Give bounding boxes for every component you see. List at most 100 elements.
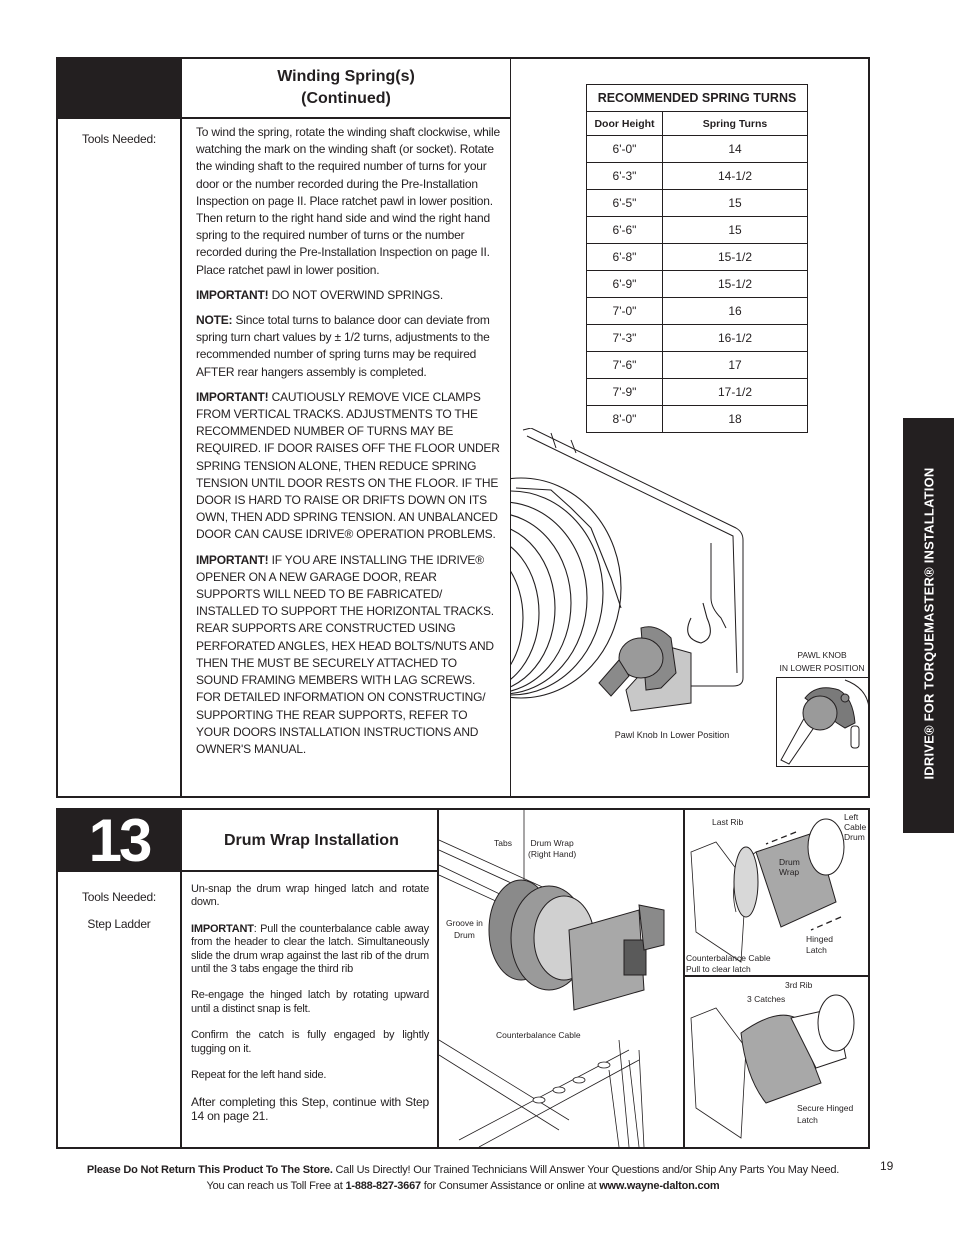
table-row: 7'-0"16: [586, 297, 808, 325]
cable-line-1: Counterbalance Cable: [686, 953, 771, 963]
pawl-knob-illustration: [511, 428, 744, 712]
cell-turns: 15-1/2: [662, 243, 808, 271]
cell-turns: 16-1/2: [662, 324, 808, 352]
cell-turns: 14-1/2: [662, 162, 808, 190]
spring-turns-table: RECOMMENDED SPRING TURNS Door Height Spr…: [586, 84, 808, 433]
table-title: RECOMMENDED SPRING TURNS: [586, 84, 808, 112]
table-row: 7'-6"17: [586, 351, 808, 379]
cell-height: 6'-0": [586, 135, 663, 163]
cable-line-2: Pull to clear latch: [686, 964, 751, 974]
cell-height: 7'-6": [586, 351, 663, 379]
important-label: IMPORTANT!: [196, 552, 269, 567]
important-text: : Pull the counterbalance cable away fro…: [191, 922, 429, 976]
note-text: Since total turns to balance door can de…: [196, 313, 490, 379]
divider-figure-detail: [683, 809, 685, 1148]
tool-step-ladder: Step Ladder: [87, 917, 151, 931]
cell-height: 8'-0": [586, 405, 663, 433]
title-line-2: (Continued): [301, 90, 391, 107]
label-counterbalance-cable: Counterbalance Cable: [496, 1030, 581, 1040]
drum-wrap-line-2: (Right Hand): [528, 849, 577, 859]
note-label: NOTE:: [196, 313, 233, 328]
tools-needed-label: Tools Needed:: [81, 890, 157, 904]
table-row: 6'-3"14-1/2: [586, 162, 808, 190]
important-label: IMPORTANT!: [196, 389, 269, 404]
table-row: 8'-0"18: [586, 405, 808, 433]
website-link[interactable]: www.wayne-dalton.com: [599, 1180, 720, 1192]
label-drum-wrap: Drum Wrap (Right Hand): [528, 838, 576, 860]
label-tabs: Tabs: [494, 838, 512, 848]
page-number: 19: [880, 1159, 894, 1173]
winding-para-1: To wind the spring, rotate the winding s…: [196, 125, 500, 277]
cell-height: 7'-9": [586, 378, 663, 406]
hinged-latch-line-2: Latch: [806, 945, 827, 955]
cell-turns: 16: [662, 297, 808, 325]
footer-text-2a: You can reach us Toll Free at: [206, 1180, 346, 1192]
drum-wrap-line-1: Drum Wrap: [530, 838, 574, 848]
cell-turns: 17: [662, 351, 808, 379]
step-title: Drum Wrap Installation: [224, 832, 399, 849]
pawl-caption: Pawl Knob In Lower Position: [614, 730, 730, 740]
label-secure-hinged-latch: Secure Hinged Latch: [797, 1102, 853, 1126]
page-footer: Please Do Not Return This Product To The…: [40, 1162, 886, 1194]
drum-wrap-detail-line-1: Drum: [779, 857, 800, 867]
pawl-inset-caption: PAWL KNOB IN LOWER POSITION: [772, 649, 872, 675]
footer-text-2b: for Consumer Assistance or online at: [420, 1180, 600, 1192]
footer-line-2: You can reach us Toll Free at 1-888-827-…: [40, 1178, 886, 1194]
drum-wrap-detail-1: [690, 818, 845, 963]
drum-wrap-detail-line-2: Wrap: [779, 867, 800, 877]
divider-right: [510, 58, 511, 797]
note: NOTE: Since total turns to balance door …: [196, 312, 500, 381]
cell-height: 6'-3": [586, 162, 663, 190]
divider-left: [180, 809, 182, 1148]
cell-height: 7'-0": [586, 297, 663, 325]
important-rear-supports: IMPORTANT! IF YOU ARE INSTALLING THE IDR…: [196, 552, 500, 758]
chapter-side-tab: IDRIVE® FOR TORQUEMASTER® INSTALLATION: [903, 418, 954, 833]
label-3-catches: 3 Catches: [747, 994, 786, 1004]
col-door-height: Door Height: [586, 111, 663, 136]
drum-wrap-detail-2: [690, 994, 855, 1139]
cell-height: 7'-3": [586, 324, 663, 352]
table-row: 7'-9"17-1/2: [586, 378, 808, 406]
pawl-inset-illustration: [780, 679, 869, 765]
secure-line-2: Latch: [797, 1115, 818, 1125]
important-text: CAUTIOUSLY REMOVE VICE CLAMPS FROM VERTI…: [196, 389, 500, 542]
step-number-block: 13: [57, 807, 181, 874]
drum-wrap-illustration: [439, 810, 665, 1147]
cell-turns: 14: [662, 135, 808, 163]
label-3rd-rib: 3rd Rib: [785, 980, 813, 990]
cell-height: 6'-8": [586, 243, 663, 271]
cell-height: 6'-6": [586, 216, 663, 244]
phone-link[interactable]: 1-888-827-3667: [345, 1180, 421, 1192]
drum-wrap-section: [56, 808, 870, 1149]
step-number: 13: [88, 807, 153, 874]
drum-wrap-instructions: Un-snap the drum wrap hinged latch and r…: [191, 883, 429, 1136]
important-vice-clamps: IMPORTANT! CAUTIOUSLY REMOVE VICE CLAMPS…: [196, 389, 500, 544]
secure-line-1: Secure Hinged: [797, 1103, 854, 1113]
left-cable-drum-line-2: Cable: [844, 822, 867, 832]
section-number-block: [57, 58, 181, 118]
important-text: DO NOT OVERWIND SPRINGS.: [268, 287, 444, 302]
hinged-latch-line-1: Hinged: [806, 934, 833, 944]
cell-turns: 15-1/2: [662, 270, 808, 298]
table-row: 6'-9"15-1/2: [586, 270, 808, 298]
drum-para-3: Confirm the catch is fully engaged by li…: [191, 1029, 429, 1055]
important-drum: IMPORTANT: Pull the counterbalance cable…: [191, 923, 429, 977]
table-row: 7'-3"16-1/2: [586, 324, 808, 352]
groove-line-2: Drum: [454, 930, 475, 940]
cell-turns: 18: [662, 405, 808, 433]
tools-needed-label: Tools Needed:: [81, 132, 157, 146]
divider-left: [180, 58, 182, 797]
footer-line-1: Please Do Not Return This Product To The…: [40, 1162, 886, 1178]
cell-turns: 17-1/2: [662, 378, 808, 406]
title-line-1: Winding Spring(s): [277, 68, 415, 85]
label-drum-wrap-detail: Drum Wrap: [779, 857, 800, 877]
col-spring-turns: Spring Turns: [662, 111, 808, 136]
important-text: IF YOU ARE INSTALLING THE IDRIVE® OPENER…: [196, 552, 494, 756]
chapter-tab-text: IDRIVE® FOR TORQUEMASTER® INSTALLATION: [921, 467, 937, 780]
drum-para-5: After completing this Step, continue wit…: [191, 1095, 429, 1124]
winding-instructions: To wind the spring, rotate the winding s…: [196, 124, 500, 766]
drum-para-4: Repeat for the left hand side.: [191, 1069, 327, 1082]
groove-line-1: Groove in: [446, 918, 483, 928]
drum-para-1: Un-snap the drum wrap hinged latch and r…: [191, 883, 429, 909]
section-title: Winding Spring(s) (Continued): [182, 66, 510, 110]
